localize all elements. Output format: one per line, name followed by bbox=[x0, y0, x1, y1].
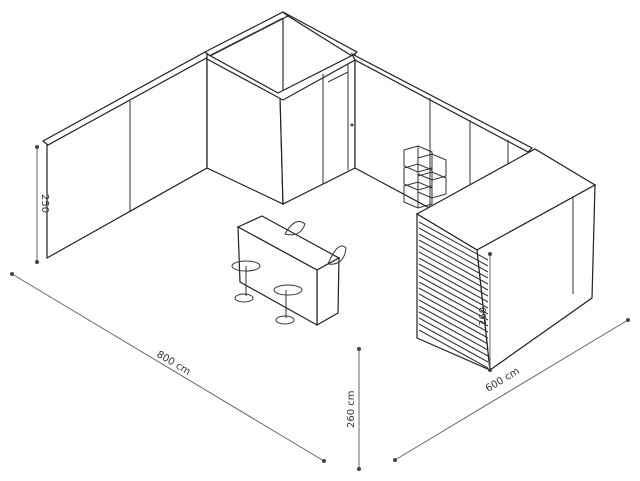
reception-counter bbox=[415, 148, 597, 372]
stool-2 bbox=[273, 245, 347, 325]
high-table bbox=[236, 215, 341, 327]
dimension-wall-height: 250 bbox=[35, 145, 50, 264]
stool-1 bbox=[231, 221, 306, 303]
cabinet-height-label: 260 bbox=[478, 307, 489, 326]
left-back-wall bbox=[41, 51, 212, 260]
width-dimension-label: 800 cm bbox=[154, 349, 192, 378]
honeycomb-shelf bbox=[403, 145, 447, 209]
wall-height-label: 250 bbox=[39, 194, 50, 213]
counter-slats bbox=[418, 221, 489, 369]
storage-room bbox=[203, 11, 359, 205]
height-dimension-label: 260 cm bbox=[346, 390, 357, 428]
dimension-cabinet-height: 260 bbox=[478, 252, 492, 372]
dimension-height: 260 cm bbox=[346, 347, 361, 471]
